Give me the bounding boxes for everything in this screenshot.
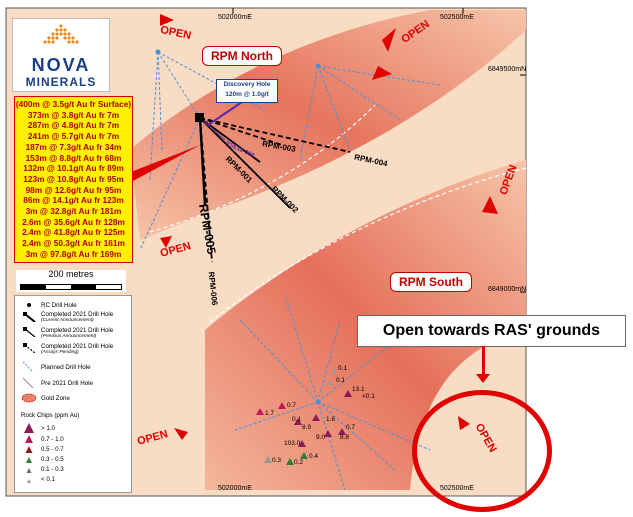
chip-gt1-icon — [24, 423, 34, 433]
chip-value: <0.1 — [362, 393, 375, 400]
legend-completed-pending-label: Completed 2021 Drill Hole — [41, 343, 114, 350]
legend-completed-current: Completed 2021 Drill Hole (Current Annou… — [41, 311, 113, 323]
rc-collar — [315, 399, 321, 405]
legend-chip-4: 0.3 - 0.5 — [41, 456, 64, 463]
chip-value: 0.1 — [292, 416, 302, 423]
discovery-pointer — [207, 99, 246, 126]
logo-dots-icon — [43, 24, 79, 44]
intercept-row: 2.4m @ 41.8g/t Au fr 125m — [22, 227, 125, 238]
rc-collar — [315, 63, 321, 69]
chip-03-icon — [26, 457, 32, 463]
chip-value: 0.4 — [309, 453, 319, 460]
scale-label: 200 metres — [48, 269, 94, 279]
intercept-row: 3m @ 97.8g/t Au fr 169m — [25, 248, 122, 259]
chip-value: 1.7 — [265, 410, 275, 417]
planned-hole-icon — [22, 362, 34, 372]
intercept-row: 3m @ 32.8g/t Au fr 181m — [25, 206, 122, 217]
chip-lt01-icon — [27, 479, 31, 483]
coord-easting-bottom-left: 502000mE — [218, 485, 252, 492]
discovery-hole-callout: Discovery Hole 120m @ 1.0g/t — [216, 79, 278, 103]
legend-pre2021: Pre 2021 Drill Hole — [41, 380, 93, 387]
legend-chip-1: > 1.0 — [41, 425, 55, 432]
legend-gold-zone: Gold Zone — [41, 395, 70, 402]
discovery-title: Discovery Hole — [223, 81, 271, 88]
chip-01-icon — [26, 468, 32, 473]
chip-value: 103.0 — [284, 440, 301, 447]
intercept-row: 187m @ 7.3g/t Au fr 34m — [25, 141, 122, 152]
chip-value: 13.1 — [352, 386, 365, 393]
gold-zone-north-edge — [149, 104, 376, 233]
annotation-circle — [412, 390, 552, 512]
rc-collar — [155, 49, 161, 55]
discovery-value: 120m @ 1.0g/t — [225, 91, 269, 98]
chip-value: 8.9 — [302, 424, 312, 431]
legend-completed-previous-note: (Previous Announcement) — [41, 334, 97, 339]
intercept-row: 123m @ 10.8g/t Au fr 95m — [23, 173, 124, 184]
chip-07-icon — [25, 435, 33, 443]
annotation-arrow-shaft — [482, 346, 485, 376]
chip-value: 0.3 — [272, 457, 282, 464]
legend-chip-6: < 0.1 — [41, 476, 55, 483]
chip-value: 0.7 — [346, 424, 356, 431]
legend-completed-previous-label: Completed 2021 Drill Hole — [41, 327, 114, 334]
legend-completed-current-label: Completed 2021 Drill Hole — [41, 311, 114, 318]
chip-value: 9.0 — [316, 434, 326, 441]
legend-completed-current-note: (Current Announcement) — [41, 318, 94, 323]
planned-holes-south — [234, 294, 431, 491]
intercept-row: 2.4m @ 50.3g/t Au fr 161m — [22, 238, 125, 249]
legend: RC Drill Hole Completed 2021 Drill Hole … — [14, 295, 132, 493]
intercept-row: 86m @ 14.1g/t Au fr 123m — [23, 195, 124, 206]
chip-value: 0.7 — [287, 402, 297, 409]
intercept-row: 2.6m @ 35.6g/t Au fr 128m — [22, 216, 125, 227]
area-label-north: RPM North — [202, 46, 282, 66]
intercept-row: 241m @ 5.7g/t Au fr 7m — [27, 131, 120, 142]
legend-completed-previous: Completed 2021 Drill Hole (Previous Anno… — [41, 327, 113, 339]
completed-pending-icon — [23, 343, 36, 353]
completed-current-icon — [23, 312, 36, 322]
rc-drill-hole-icon — [27, 303, 31, 307]
chip-value: 0.2 — [294, 459, 304, 466]
legend-planned: Planned Drill Hole — [41, 364, 91, 371]
completed-holes — [198, 117, 351, 263]
completed-previous-icon — [23, 327, 36, 337]
coord-easting-top-left: 502000mE — [218, 14, 252, 21]
intercept-row: (400m @ 3.5g/t Au fr Surface) — [15, 99, 132, 109]
coord-northing-upper: 6849500mN — [488, 66, 527, 73]
intercept-pointer — [131, 145, 200, 182]
legend-chip-2: 0.7 - 1.0 — [41, 436, 64, 443]
legend-rc: RC Drill Hole — [41, 302, 77, 309]
pre2021-hole-icon — [22, 378, 34, 388]
gold-zone-icon — [21, 393, 37, 403]
legend-completed-pending: Completed 2021 Drill Hole (Assays Pendin… — [41, 343, 113, 355]
intercept-row: 132m @ 10.1g/t Au fr 89m — [23, 163, 124, 174]
annotation-banner: Open towards RAS' grounds — [357, 315, 626, 347]
gold-zone-north — [130, 10, 526, 240]
chip-value: 0.1 — [336, 377, 346, 384]
scale-bar — [20, 284, 122, 290]
logo-word-minerals: MINERALS — [25, 75, 97, 89]
annotation-arrow-head-icon — [476, 374, 490, 383]
gold-zone-south-edge — [209, 167, 527, 323]
intercept-row: 373m @ 3.8g/t Au fr 7m — [27, 109, 120, 120]
coord-easting-top-right: 502500mE — [440, 14, 474, 21]
intercept-row: 287m @ 4.8g/t Au fr 7m — [27, 120, 120, 131]
nova-minerals-logo: NOVA MINERALS — [12, 18, 110, 92]
chip-value: 1.6 — [326, 416, 336, 423]
intercept-row: 153m @ 8.8g/t Au fr 68m — [25, 152, 122, 163]
area-label-south: RPM South — [390, 272, 472, 292]
intercept-row: 98m @ 12.6g/t Au fr 95m — [25, 184, 122, 195]
chip-05-icon — [25, 446, 33, 453]
rock-chips — [256, 368, 352, 465]
legend-rock-chips-title: Rock Chips (ppm Au) — [21, 412, 80, 419]
legend-chip-3: 0.5 - 0.7 — [41, 446, 64, 453]
intercepts-table: (400m @ 3.5g/t Au fr Surface) 373m @ 3.8… — [14, 96, 133, 263]
discovery-collar — [195, 113, 204, 122]
legend-completed-pending-note: (Assays Pending) — [41, 350, 79, 355]
logo-word-nova: NOVA — [31, 55, 91, 75]
chip-value: 8.8 — [340, 434, 350, 441]
coord-northing-lower: 6849000mN — [488, 286, 527, 293]
chip-value: 0.1 — [338, 365, 348, 372]
legend-chip-5: 0.1 - 0.3 — [41, 466, 64, 473]
